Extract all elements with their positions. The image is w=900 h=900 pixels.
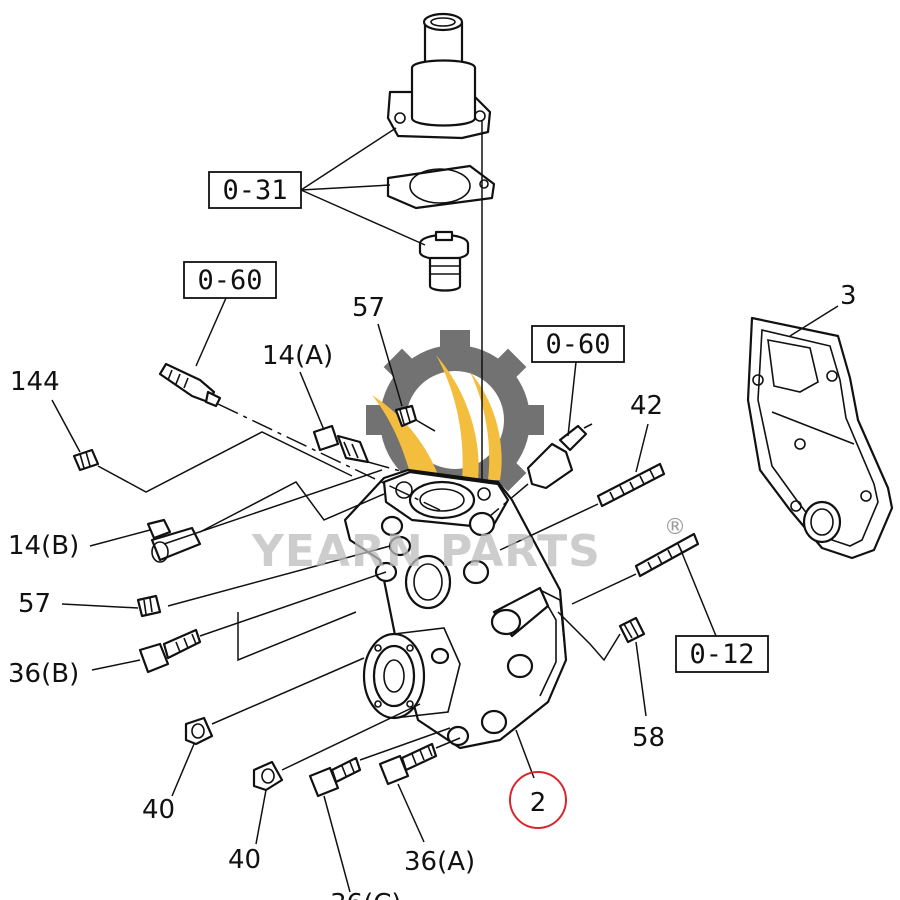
fitting-14a	[312, 424, 370, 464]
part-label-36b: 36(B)	[8, 659, 79, 689]
ref-box-0-31: 0-31	[208, 127, 426, 246]
part-label-2: 2	[530, 788, 547, 818]
plug-58	[618, 616, 646, 644]
stud-42	[596, 462, 666, 508]
part-2-highlight-circle	[509, 771, 567, 829]
flame-icon	[372, 355, 502, 480]
ref-label-0-60-right: 0-60	[545, 329, 610, 360]
ref-label-0-12: 0-12	[689, 639, 754, 670]
part-label-40-left: 40	[142, 795, 175, 825]
part-label-144: 144	[10, 367, 60, 397]
ref-box-0-12: 0-12	[675, 547, 769, 673]
bolt-36c	[308, 756, 362, 798]
part-label-40-bottom: 40	[228, 845, 261, 875]
watermark-text: YEARN PARTS	[251, 526, 601, 577]
temperature-sensor-right	[526, 423, 593, 490]
part-label-57-left: 57	[18, 589, 51, 619]
nut-40-bottom	[252, 760, 284, 792]
ref-box-0-60-right: 0-60	[531, 325, 625, 437]
part-label-42: 42	[630, 391, 663, 421]
part-label-3: 3	[840, 281, 857, 311]
bolt-36b	[138, 628, 202, 674]
part-label-57-top: 57	[352, 293, 385, 323]
part-label-36c-partial: 36(C)	[330, 889, 402, 900]
part-label-36a: 36(A)	[404, 847, 475, 877]
part-label-14b: 14(B)	[8, 531, 79, 561]
plug-57-left	[136, 594, 162, 618]
temperature-sensor-left	[158, 362, 222, 408]
part-label-14a: 14(A)	[262, 341, 333, 371]
part-label-58: 58	[632, 723, 665, 753]
ref-label-0-60-left: 0-60	[197, 265, 262, 296]
thermostat-gasket	[386, 164, 496, 210]
ref-box-0-60-left: 0-60	[183, 261, 277, 367]
water-pump-body	[343, 468, 568, 750]
registered-mark: ®	[664, 515, 686, 540]
plug-144	[72, 448, 100, 472]
water-pump-gasket	[746, 316, 894, 560]
thermostat-housing	[386, 12, 492, 140]
nut-40-left	[184, 716, 214, 746]
ref-label-0-31: 0-31	[222, 175, 287, 206]
thermostat	[418, 230, 470, 292]
bolt-36a	[378, 742, 438, 786]
